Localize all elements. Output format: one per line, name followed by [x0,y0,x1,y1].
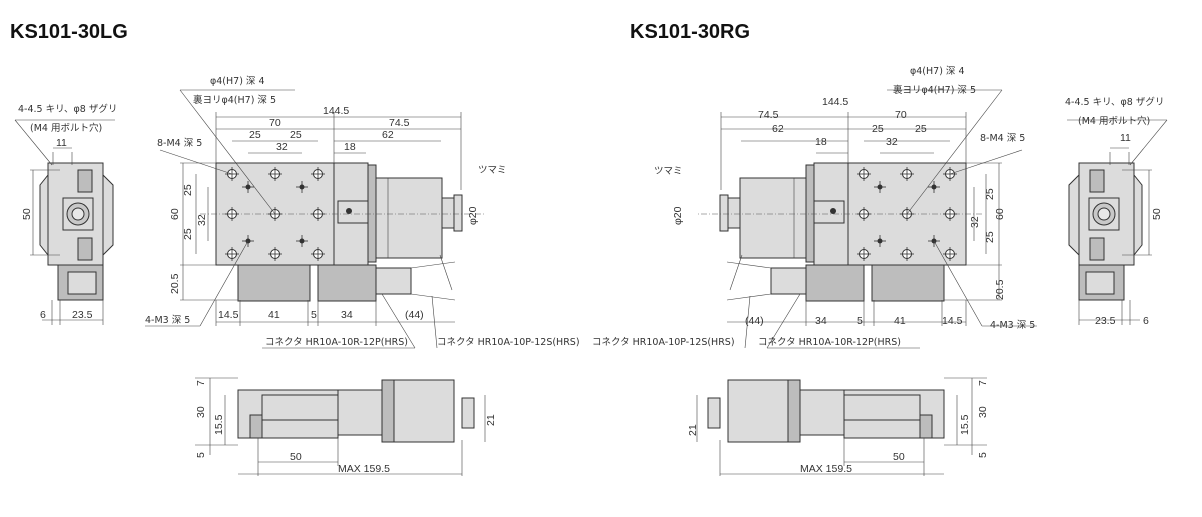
dim-5b: 5 [195,452,207,458]
dim-50: 50 [21,208,33,220]
hole-spec: 4-4.5 キリ、φ8 ザグリ [18,103,117,115]
dim-34: 34 [815,315,827,327]
connector-r-label: コネクタ HR10A-10R-12P(HRS) [758,337,901,348]
dim-70: 70 [269,117,281,129]
pin-back-spec: 裏ヨリφ4(H7) 深 5 [193,94,276,106]
dim-v32: 32 [969,216,981,228]
dim-41: 41 [894,315,906,327]
dim-max: MAX 159.5 [800,463,852,475]
tap-m4-spec: 8-M4 深 5 [980,133,1025,144]
connector-r-label: コネクタ HR10A-10R-12P(HRS) [265,337,408,348]
dim-15-5: 15.5 [959,414,971,435]
dim-44: (44) [405,309,424,321]
dim-v25b: 25 [984,231,996,243]
dim-v25a: 25 [984,188,996,200]
dim-21: 21 [485,414,497,426]
dim-21: 21 [687,424,699,436]
dim-6: 6 [1143,315,1149,327]
knob-diameter: φ20 [672,206,684,225]
dim-32: 32 [886,136,898,148]
dim-62: 62 [382,129,394,141]
dim-5b: 5 [977,452,989,458]
dim-5: 5 [857,315,863,327]
dim-41: 41 [268,309,280,321]
dim-50b: 50 [290,451,302,463]
ks101-30rg-outline [697,90,1167,476]
dim-44: (44) [745,315,764,327]
knob-label: ツマミ [654,166,683,177]
dim-25b: 25 [915,123,927,135]
bolt-note: (M4 用ボルト穴) [30,122,102,134]
dim-v32: 32 [196,214,208,226]
dim-74-5: 74.5 [758,109,779,121]
dim-7: 7 [977,380,989,386]
dim-144-5: 144.5 [323,105,349,117]
dim-34: 34 [341,309,353,321]
dim-5: 5 [311,309,317,321]
left-model-labels: KS101-30LG 4-4.5 キリ、φ8 ザグリ (M4 用ボルト穴) 11… [10,21,580,475]
dim-11: 11 [56,137,67,149]
hole-spec: 4-4.5 キリ、φ8 ザグリ [1065,96,1164,108]
dim-v60: 60 [169,208,181,220]
dim-144-5: 144.5 [822,96,848,108]
connector-p-label: コネクタ HR10A-10P-12S(HRS) [437,337,580,348]
dim-11: 11 [1120,132,1131,144]
tap-m3-spec: 4-M3 深 5 [145,315,190,326]
dim-v25a: 25 [182,184,194,196]
dim-32: 32 [276,141,288,153]
knob-diameter: φ20 [467,206,479,225]
knob-label: ツマミ [478,165,507,176]
left-model-drawing [15,90,485,476]
right-model-drawing [697,90,1167,476]
dim-25b: 25 [290,129,302,141]
dim-6: 6 [40,309,46,321]
dim-50b: 50 [893,451,905,463]
dim-max: MAX 159.5 [338,463,390,475]
tap-m4-spec: 8-M4 深 5 [157,138,202,149]
dim-14-5: 14.5 [218,309,239,321]
dim-14-5: 14.5 [942,315,963,327]
connector-p-label: コネクタ HR10A-10P-12S(HRS) [592,337,735,348]
dim-23-5: 23.5 [1095,315,1116,327]
dim-v60: 60 [994,208,1006,220]
dim-30: 30 [977,406,989,418]
dim-74-5: 74.5 [389,117,410,129]
dim-25a: 25 [249,129,261,141]
tap-m3-spec: 4-M3 深 5 [990,320,1035,331]
model-title: KS101-30LG [10,21,128,43]
dim-15-5: 15.5 [213,414,225,435]
dim-v20-5: 20.5 [994,279,1006,300]
right-model-labels: KS101-30RG 4-4.5 キリ、φ8 ザグリ (M4 用ボルト穴) 11… [592,21,1164,475]
dim-62: 62 [772,123,784,135]
bolt-note: (M4 用ボルト穴) [1078,115,1150,127]
dim-7: 7 [195,380,207,386]
ks101-30lg-outline [15,90,485,476]
dim-23-5: 23.5 [72,309,93,321]
dim-v25b: 25 [182,228,194,240]
model-title: KS101-30RG [630,21,750,43]
dim-v20-5: 20.5 [169,273,181,294]
dim-30: 30 [195,406,207,418]
dim-50: 50 [1151,208,1163,220]
pin-spec: φ4(H7) 深 4 [210,76,265,87]
pin-spec: φ4(H7) 深 4 [910,66,965,77]
dim-25a: 25 [872,123,884,135]
dim-70: 70 [895,109,907,121]
dim-18: 18 [344,141,356,153]
dim-18: 18 [815,136,827,148]
pin-back-spec: 裏ヨリφ4(H7) 深 5 [893,84,976,96]
